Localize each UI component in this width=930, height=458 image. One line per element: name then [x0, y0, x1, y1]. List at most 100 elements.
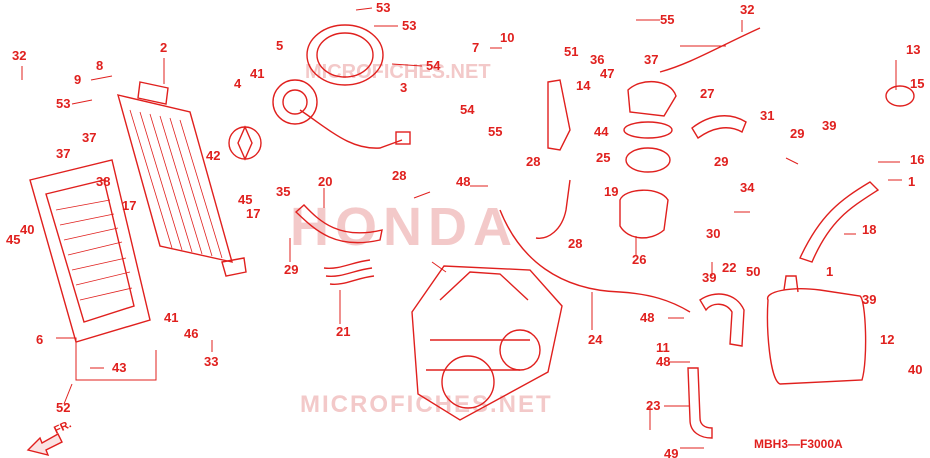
callout-13: 13 [906, 42, 920, 57]
callout-7: 7 [472, 40, 479, 55]
callout-45: 45 [6, 232, 20, 247]
callout-10: 10 [500, 30, 514, 45]
callout-14: 14 [576, 78, 591, 93]
radiator-cap [885, 85, 915, 107]
hose-30 [691, 115, 747, 140]
callout-16: 16 [910, 152, 924, 167]
callout-50: 51 [564, 44, 578, 59]
radiator [117, 81, 247, 277]
callout-29: 29 [790, 126, 804, 141]
diagram-code: MBH3—F3000A [754, 437, 843, 451]
callout-48: 48 [640, 310, 654, 325]
callout-46: 47 [600, 66, 614, 81]
engine-block [411, 265, 563, 421]
callout-26: 26 [632, 252, 646, 267]
callout-33: 34 [740, 180, 755, 195]
callout-36: 37 [644, 52, 658, 67]
callout-37: 38 [96, 174, 110, 189]
callout-38: 39 [702, 270, 716, 285]
callout-9: 9 [74, 72, 81, 87]
callout-39: 39 [862, 292, 876, 307]
callout-29: 30 [706, 226, 720, 241]
callout-40: 41 [164, 310, 178, 325]
honda-watermark: HONDA [290, 197, 518, 257]
leader-lines [21, 7, 902, 449]
callout-45: 46 [184, 326, 198, 341]
callout-5: 5 [276, 38, 283, 53]
hose-18 [799, 181, 880, 263]
callout-22: 22 [722, 260, 736, 275]
callout-2: 2 [160, 40, 167, 55]
reserve-tank [766, 275, 867, 385]
overflow-line-31 [659, 27, 761, 73]
callout-37: 37 [56, 146, 70, 161]
callout-21: 21 [336, 324, 350, 339]
hose-23 [687, 367, 713, 439]
hose-21-spring [323, 259, 375, 286]
callout-44: 45 [238, 192, 252, 207]
callout-39: 39 [822, 118, 836, 133]
callout-20: 20 [318, 174, 332, 189]
hose-19 [535, 179, 571, 239]
flow-arrow [413, 191, 431, 199]
callout-28: 28 [568, 236, 582, 251]
callout-55: 55 [660, 12, 674, 27]
microfiches-watermark-top: MICROFICHES.NET [305, 61, 491, 83]
callout-35: 36 [590, 52, 604, 67]
hose-24 [499, 209, 691, 313]
callout-29: 29 [714, 154, 728, 169]
callout-42: 43 [112, 360, 126, 375]
callout-54: 54 [460, 102, 475, 117]
callout-49: 50 [746, 264, 760, 279]
microfiches-watermark-bottom: MICROFICHES.NET [300, 391, 553, 418]
cooling-fan [228, 79, 411, 161]
callout-51: 52 [56, 400, 70, 415]
callout-19: 19 [604, 184, 618, 199]
flow-arrow [431, 261, 447, 273]
callout-53: 53 [402, 18, 416, 33]
callout-12: 12 [880, 332, 894, 347]
callout-28: 28 [526, 154, 540, 169]
callout-17: 17 [246, 206, 260, 221]
callout-39: 40 [908, 362, 922, 377]
callout-24: 24 [588, 332, 603, 347]
callout-40: 40 [20, 222, 34, 237]
fan-shroud-ring [306, 24, 384, 86]
callout-54: 55 [488, 124, 502, 139]
callout-32: 32 [12, 48, 26, 63]
callout-28: 29 [284, 262, 298, 277]
callout-32: 33 [204, 354, 218, 369]
hose-22 [699, 293, 745, 347]
callout-labels: 1 1 2 3 4 5 6 7 8 9 10 11 12 13 14 15 16… [6, 0, 924, 458]
callout-17: 17 [122, 198, 136, 213]
callout-34: 35 [276, 184, 290, 199]
front-label: FR. [52, 418, 73, 436]
callout-15: 15 [910, 76, 924, 91]
thermostat-housing [547, 79, 677, 239]
callout-3: 3 [400, 80, 407, 95]
callout-47: 48 [656, 354, 670, 369]
callout-1: 1 [908, 174, 915, 189]
callout-23: 23 [646, 398, 660, 413]
callout-28: 28 [392, 168, 406, 183]
callout-1: 1 [826, 264, 833, 279]
radiator-shroud [29, 159, 151, 343]
callout-4: 4 [234, 76, 242, 91]
callout-37: 37 [82, 130, 96, 145]
callout-18: 18 [862, 222, 876, 237]
callout-25: 25 [596, 150, 610, 165]
callout-48: 48 [456, 174, 470, 189]
callout-53: 54 [426, 58, 441, 73]
callout-30: 31 [760, 108, 774, 123]
callout-8: 8 [96, 58, 103, 73]
callout-27: 27 [700, 86, 714, 101]
callout-11: 11 [656, 340, 670, 355]
callout-6: 6 [36, 332, 43, 347]
callout-52: 53 [56, 96, 70, 111]
flow-arrow [785, 157, 799, 165]
callout-48: 49 [664, 446, 678, 458]
front-direction-arrow: FR. [26, 418, 73, 457]
callout-43: 44 [594, 124, 609, 139]
hose-20 [294, 204, 383, 244]
